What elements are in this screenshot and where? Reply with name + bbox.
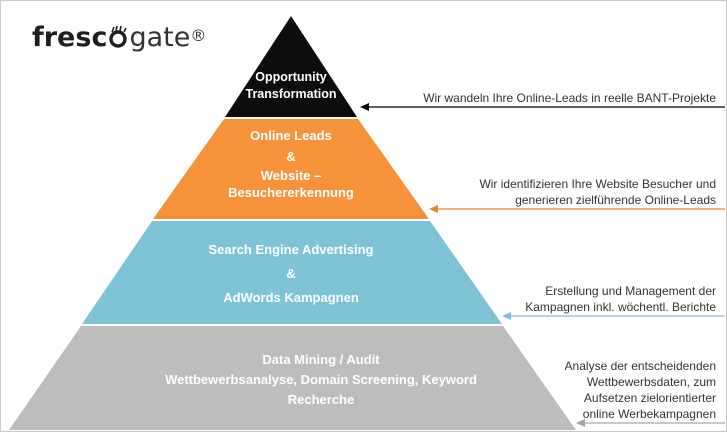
logo-light-text: gate bbox=[129, 22, 191, 53]
label-line: Data Mining / Audit bbox=[262, 352, 380, 367]
tier-sea bbox=[82, 221, 502, 324]
label-line: Wettbewerbsanalyse, Domain Screening, Ke… bbox=[165, 372, 477, 387]
note-data: Analyse der entscheidenden Wettbewerbsda… bbox=[560, 358, 716, 422]
note-leads: Wir identifizieren Ihre Website Besucher… bbox=[450, 176, 716, 208]
label-data: Data Mining / Audit Wettbewerbsanalyse, … bbox=[140, 350, 502, 410]
arrowhead-sea bbox=[502, 312, 511, 320]
label-line: AdWords Kampagnen bbox=[223, 290, 359, 305]
arrowhead-opportunity bbox=[360, 103, 369, 111]
note-line: Wir identifizieren Ihre Website Besucher… bbox=[479, 177, 716, 191]
arrowhead-leads bbox=[429, 205, 438, 213]
frescogate-logo: fresc gate® bbox=[32, 22, 206, 54]
registered-mark: ® bbox=[190, 26, 207, 45]
label-sea: Search Engine Advertising & AdWords Kamp… bbox=[150, 238, 432, 310]
tier-leads bbox=[153, 119, 429, 219]
note-line: Erstellung und Management der bbox=[545, 284, 716, 298]
tier-data bbox=[9, 326, 576, 430]
label-line: Transformation bbox=[245, 87, 337, 101]
note-line: generieren zielführende Online-Leads bbox=[515, 193, 716, 207]
logo-bold-text: fresc bbox=[32, 22, 108, 53]
label-leads: Online Leads & Website – Besuchererkennu… bbox=[190, 125, 392, 201]
label-line: Besuchererkennung bbox=[228, 185, 354, 200]
tier-opportunity bbox=[225, 16, 357, 117]
note-line: Kampagnen inkl. wöchentl. Berichte bbox=[525, 300, 716, 314]
arrowhead-data bbox=[576, 419, 585, 427]
note-opportunity: Wir wandeln Ihre Online-Leads in reelle … bbox=[380, 90, 716, 106]
label-line: & bbox=[286, 149, 296, 164]
label-line: Recherche bbox=[287, 392, 355, 407]
note-line: online Werbekampagnen bbox=[582, 407, 716, 421]
label-line: Search Engine Advertising bbox=[208, 242, 374, 257]
note-line: Aufsetzen zielorientierter bbox=[583, 391, 716, 405]
logo-o-icon bbox=[109, 26, 128, 48]
label-line: Online Leads bbox=[250, 128, 332, 143]
label-line: Website – bbox=[260, 168, 322, 183]
note-sea: Erstellung und Management der Kampagnen … bbox=[500, 283, 716, 315]
label-line: & bbox=[286, 266, 296, 281]
label-opportunity: Opportunity Transformation bbox=[221, 69, 361, 103]
note-line: Analyse der entscheidenden bbox=[564, 359, 716, 373]
note-line: Wir wandeln Ihre Online-Leads in reelle … bbox=[423, 91, 716, 105]
note-line: Wettbewerbsdaten, zum bbox=[586, 375, 716, 389]
label-line: Opportunity bbox=[255, 70, 327, 84]
